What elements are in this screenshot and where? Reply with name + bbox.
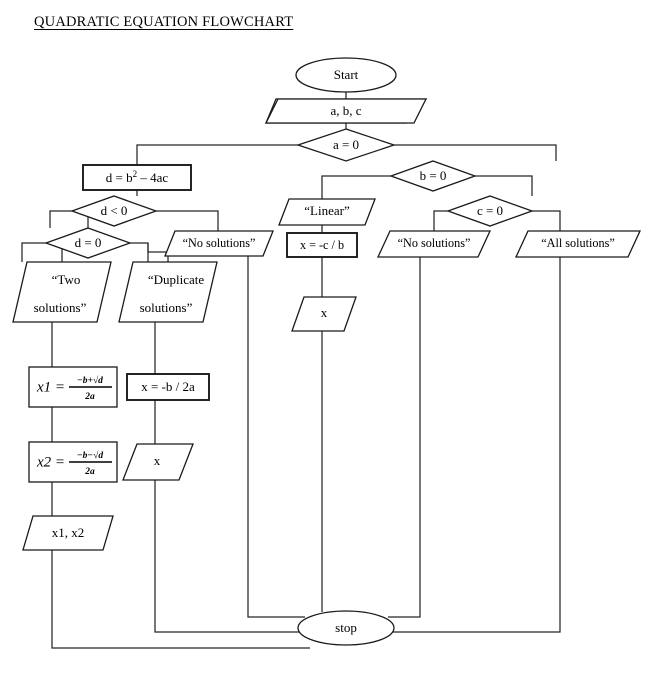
node-output-xc-label: x [321, 305, 328, 320]
node-calc-x-duplicate[interactable]: x = -b / 2a [126, 373, 210, 401]
edge-decc0-to-nosol-c [433, 210, 448, 231]
node-calc-discriminant[interactable]: d = b2 – 4ac [82, 164, 192, 191]
edge-nosol-c-to-stop [388, 257, 421, 618]
edge-decdlt0-to-nosol [156, 210, 219, 231]
edge-decdeq0-to-dup-drop [147, 243, 169, 262]
node-calc-x2-denominator: 2a [84, 467, 95, 477]
node-calc-x2-lhs: x2 = [36, 454, 65, 470]
edge-deca0-to-decb0 [394, 144, 557, 161]
node-output-x1x2-label: x1, x2 [52, 525, 85, 540]
node-output-duplicate-solutions[interactable]: “Duplicate solutions” [118, 261, 218, 323]
edge-deca0-to-calcd [136, 144, 298, 165]
node-output-x-duplicate[interactable]: x [122, 443, 194, 481]
node-decision-d-lt-0[interactable]: d < 0 [70, 195, 158, 227]
node-output-linear[interactable]: “Linear” [278, 198, 376, 226]
edge-decdeq0-to-dup [130, 242, 149, 262]
node-decision-a-label: a = 0 [333, 137, 359, 152]
node-output-x1-x2[interactable]: x1, x2 [22, 515, 114, 551]
edge-decc0-to-allsol [532, 210, 561, 231]
node-stop-label: stop [335, 620, 357, 635]
node-decision-c-eq-0[interactable]: c = 0 [446, 195, 534, 227]
node-start-label: Start [334, 67, 359, 82]
node-stop[interactable]: stop [297, 610, 395, 646]
node-calc-x1-numerator: −b+√d [77, 375, 103, 386]
node-decision-b-eq-0[interactable]: b = 0 [389, 160, 477, 192]
node-output-allsol-label: “All solutions” [541, 236, 614, 250]
node-output-dup-line1: “Duplicate [148, 272, 205, 287]
edge-decb0-to-linear [321, 175, 391, 199]
node-input-abc[interactable]: a, b, c [264, 98, 428, 124]
node-calc-xc-label: x = -c / b [300, 238, 344, 252]
page-title: QUADRATIC EQUATION FLOWCHART [34, 14, 294, 30]
node-calc-x1[interactable]: x1 = −b+√d 2a [28, 366, 118, 408]
node-output-dup-line2: solutions” [140, 300, 193, 315]
node-calc-xdup-label: x = -b / 2a [141, 379, 195, 394]
node-input-abc-label: a, b, c [330, 103, 361, 118]
node-output-all-solutions[interactable]: “All solutions” [514, 230, 642, 258]
edge-decdlt0-to-decdeq0-left [49, 210, 72, 228]
edge-outx-to-stop [154, 480, 302, 633]
node-calc-x-linear[interactable]: x = -c / b [286, 232, 358, 258]
node-calc-x2-numerator: −b−√d [77, 450, 103, 461]
edge-out-to-stop [51, 550, 310, 649]
node-decision-d-eq-0[interactable]: d = 0 [44, 227, 132, 259]
node-calc-x2[interactable]: x2 = −b−√d 2a [28, 441, 118, 483]
node-output-two-line1: “Two [52, 272, 81, 287]
node-output-nosol-d-label: “No solutions” [183, 236, 256, 250]
node-output-no-solutions-d[interactable]: “No solutions” [164, 230, 274, 257]
edge-allsol-to-stop [390, 257, 561, 633]
node-output-xdup-label: x [154, 453, 161, 468]
node-decision-c-label: c = 0 [477, 203, 503, 218]
edge-decb0-to-decc0 [475, 175, 533, 196]
node-calc-discriminant-label: d = b2 – 4ac [106, 169, 169, 185]
node-output-linear-label: “Linear” [304, 203, 350, 218]
node-decision-b-label: b = 0 [420, 168, 447, 183]
node-output-no-solutions-c[interactable]: “No solutions” [376, 230, 492, 258]
node-output-x-linear[interactable]: x [291, 296, 357, 332]
node-output-two-line2: solutions” [34, 300, 87, 315]
node-decision-d-lt-label: d < 0 [101, 203, 128, 218]
node-output-two-solutions[interactable]: “Two solutions” [12, 261, 112, 323]
node-decision-d-eq-label: d = 0 [75, 235, 102, 250]
edge-decdeq0-to-two-left [21, 242, 46, 262]
node-start[interactable]: Start [295, 57, 397, 93]
edge-nosol-d-to-stop [247, 256, 305, 618]
node-calc-x1-denominator: 2a [84, 392, 95, 402]
node-calc-x1-lhs: x1 = [36, 379, 65, 395]
node-output-nosol-c-label: “No solutions” [398, 236, 471, 250]
node-decision-a-eq-0[interactable]: a = 0 [295, 128, 397, 162]
